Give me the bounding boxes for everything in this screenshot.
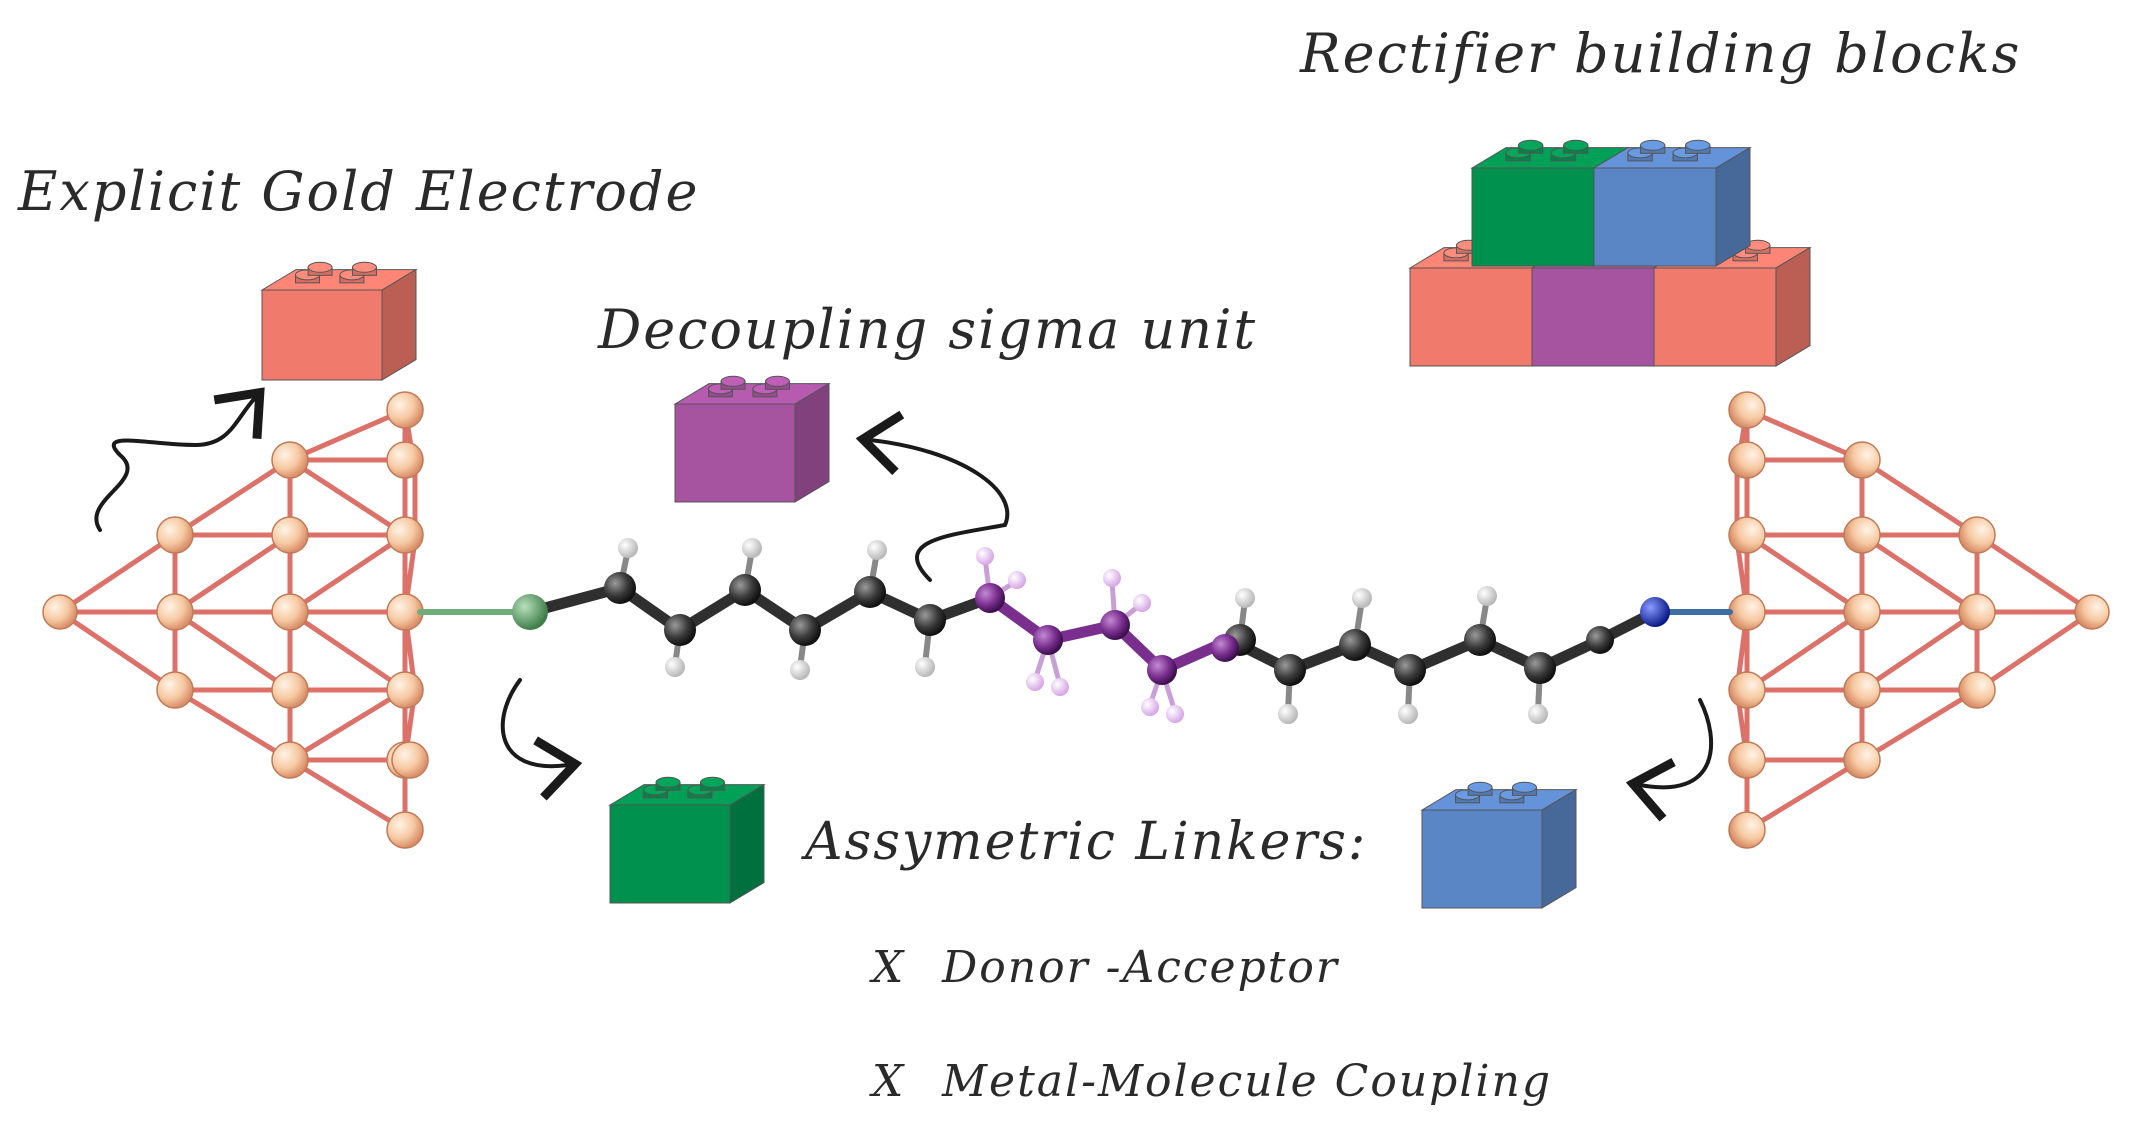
right-gold-electrode [1728, 391, 2110, 849]
bullet-text: Metal-Molecule Coupling [942, 1056, 1552, 1107]
lego-blocks [260, 139, 1812, 909]
bullet-marker: X [872, 942, 906, 993]
bullet-text: Donor -Acceptor [942, 942, 1339, 993]
bullet-metal-molecule: X Metal-Molecule Coupling [872, 1056, 1552, 1107]
block-stack-top-right [1592, 139, 1752, 267]
bullet-marker: X [872, 1056, 906, 1107]
arrow-sigma-icon [855, 410, 1010, 582]
block-electrode [260, 261, 418, 381]
arrow-right-linker-icon [1625, 698, 1714, 822]
label-rectifier-blocks: Rectifier building blocks [1300, 22, 2022, 85]
label-linkers: Assymetric Linkers: [805, 812, 1368, 872]
arrows [94, 387, 1714, 822]
block-right-linker [1420, 781, 1578, 909]
left-gold-electrode [42, 391, 429, 849]
molecule [417, 538, 1733, 724]
bullet-donor-acceptor: X Donor -Acceptor [872, 942, 1339, 993]
label-sigma-unit: Decoupling sigma unit [598, 298, 1258, 361]
arrow-electrode-icon [94, 387, 265, 532]
arrow-left-linker-icon [500, 678, 583, 801]
block-left-linker [608, 776, 766, 904]
label-gold-electrode: Explicit Gold Electrode [18, 160, 700, 223]
block-sigma [673, 375, 831, 503]
